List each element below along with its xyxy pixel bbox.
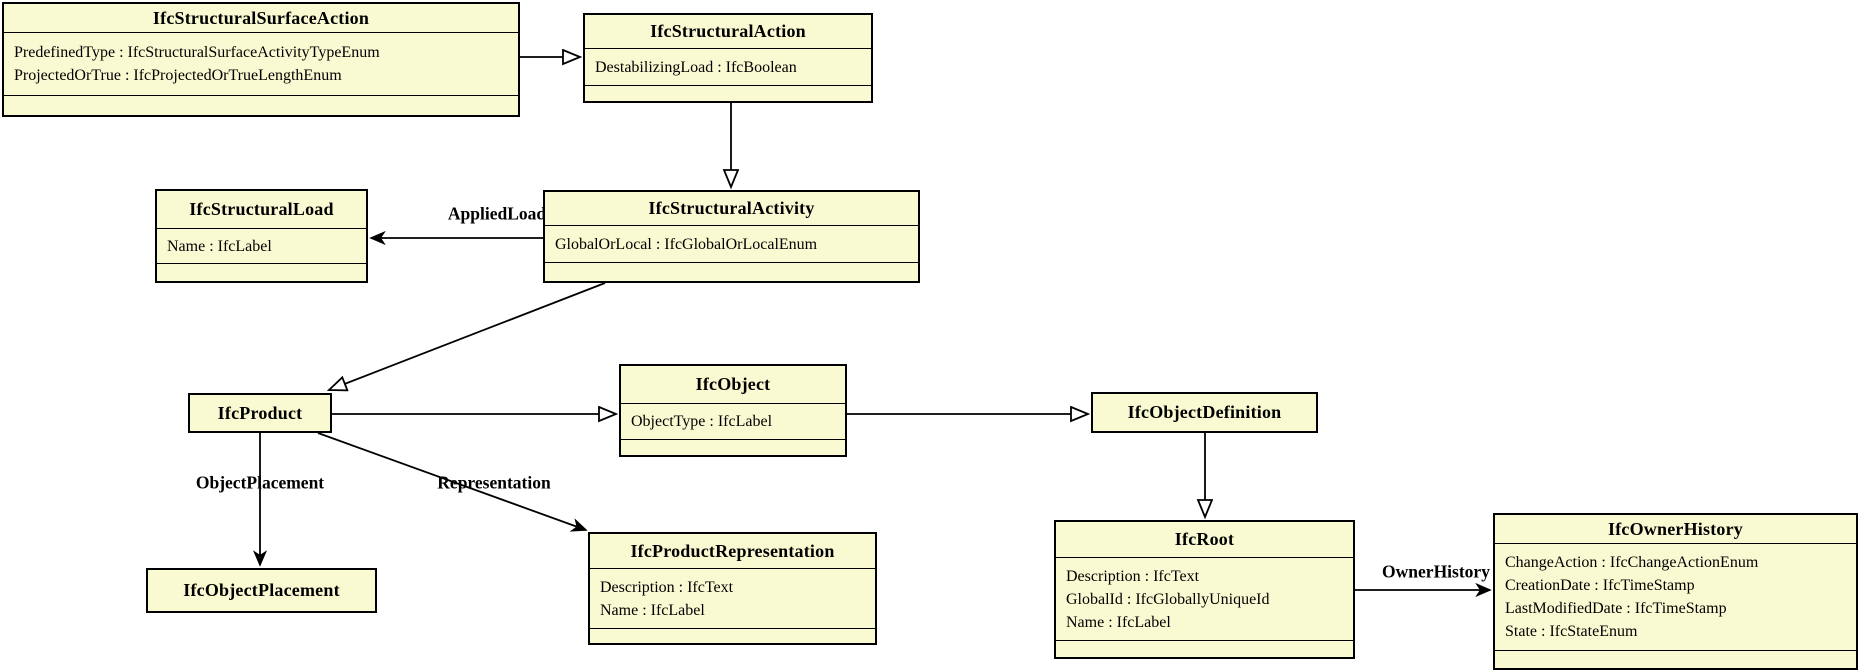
class-box-ifcproduct[interactable]: IfcProduct [188,393,332,433]
class-box-ifcobjectdefinition[interactable]: IfcObjectDefinition [1091,392,1318,433]
class-title: IfcStructuralAction [650,21,806,41]
class-title: IfcStructuralActivity [648,198,815,218]
attribute-line: State : IfcStateEnum [1505,623,1638,640]
attribute-line: DestabilizingLoad : IfcBoolean [595,58,797,76]
attribute-line: ObjectType : IfcLabel [631,413,773,430]
attribute-line: Description : IfcText [600,578,734,596]
class-attributes: Description : IfcText Name : IfcLabel [590,568,875,628]
attribute-line: LastModifiedDate : IfcTimeStamp [1505,600,1727,617]
attribute-line: Description : IfcText [1066,567,1200,585]
class-operations-empty [621,439,845,455]
class-operations-empty [1056,640,1353,657]
class-title: IfcRoot [1174,529,1235,549]
edge-assoc-representation [317,432,586,530]
class-title: IfcObjectPlacement [183,580,340,600]
edge-label-representation: Representation [437,472,551,493]
class-attributes: Description : IfcText GlobalId : IfcGlob… [1056,557,1353,640]
class-box-ifcstructuralsurfaceaction[interactable]: IfcStructuralSurfaceAction PredefinedTyp… [2,2,520,117]
attribute-line: Name : IfcLabel [167,237,272,255]
class-title: IfcStructuralLoad [189,199,334,219]
attribute-line: CreationDate : IfcTimeStamp [1505,577,1695,594]
class-attributes: PredefinedType : IfcStructuralSurfaceAct… [4,32,518,95]
class-box-ifcobjectplacement[interactable]: IfcObjectPlacement [146,568,377,613]
class-title: IfcOwnerHistory [1608,518,1743,539]
class-operations-empty [590,628,875,643]
class-attributes: ChangeAction : IfcChangeActionEnum Creat… [1495,543,1856,650]
class-operations-empty [157,263,366,281]
edge-label-ownerhistory: OwnerHistory [1382,561,1490,582]
edge-label-objectplacement: ObjectPlacement [195,472,325,493]
attribute-line: Name : IfcLabel [600,601,705,619]
class-attributes: ObjectType : IfcLabel [621,403,845,439]
class-box-ifcstructuralactivity[interactable]: IfcStructuralActivity GlobalOrLocal : If… [543,190,920,283]
class-title: IfcObjectDefinition [1127,402,1282,422]
class-operations-empty [1495,650,1856,668]
edge-label-appliedload: AppliedLoad [447,203,547,224]
class-box-ifcroot[interactable]: IfcRoot Description : IfcText GlobalId :… [1054,520,1355,659]
class-attributes: GlobalOrLocal : IfcGlobalOrLocalEnum [545,225,918,262]
edge-inherit-activity-product [329,282,606,390]
attribute-line: ChangeAction : IfcChangeActionEnum [1505,554,1759,571]
class-title: IfcStructuralSurfaceAction [152,7,370,28]
attribute-line: ProjectedOrTrue : IfcProjectedOrTrueLeng… [14,67,342,84]
class-attributes: Name : IfcLabel [157,228,366,263]
class-title: IfcProduct [217,402,303,423]
attribute-line: Name : IfcLabel [1066,613,1171,631]
attribute-line: GlobalId : IfcGloballyUniqueId [1066,590,1270,608]
class-box-ifcownerhistory[interactable]: IfcOwnerHistory ChangeAction : IfcChange… [1493,513,1858,670]
class-box-ifcstructuralaction[interactable]: IfcStructuralAction DestabilizingLoad : … [583,13,873,103]
attribute-line: PredefinedType : IfcStructuralSurfaceAct… [14,44,380,61]
class-operations-empty [585,85,871,101]
class-operations-empty [4,95,518,115]
class-title: IfcProductRepresentation [630,540,835,561]
class-box-ifcproductrepresentation[interactable]: IfcProductRepresentation Description : I… [588,532,877,645]
class-box-ifcstructuralload[interactable]: IfcStructuralLoad Name : IfcLabel [155,189,368,283]
class-operations-empty [545,262,918,281]
class-attributes: DestabilizingLoad : IfcBoolean [585,48,871,85]
class-box-ifcobject[interactable]: IfcObject ObjectType : IfcLabel [619,364,847,457]
attribute-line: GlobalOrLocal : IfcGlobalOrLocalEnum [555,235,818,253]
class-title: IfcObject [695,374,771,394]
